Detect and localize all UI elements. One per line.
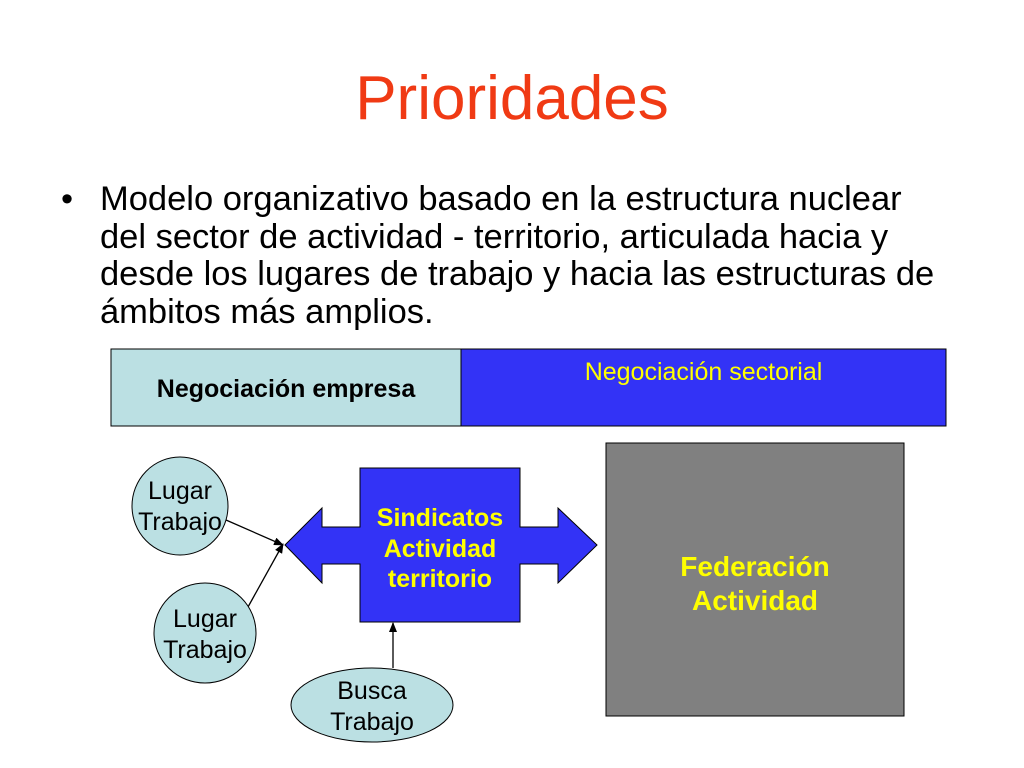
sector-negotiation-label: Negociación sectorial (585, 358, 823, 386)
federation-node: Federación Actividad (605, 442, 905, 717)
bullet-line: ámbitos más amplios. (100, 293, 434, 332)
workplace-2-label-line2: Trabajo (163, 636, 247, 664)
federation-label-line2: Actividad (692, 585, 818, 616)
bullet-paragraph: Modelo organizativo basado en la estruct… (100, 180, 1000, 332)
federation-box (605, 442, 905, 717)
job-seekers-label-line1: Busca (337, 677, 407, 705)
workplace-2-label-line1: Lugar (173, 605, 237, 633)
job-seekers-ellipse (290, 667, 454, 743)
workplace-2-circle (153, 582, 257, 684)
unions-label-line1: Sindicatos (377, 504, 503, 532)
bullet-line: del sector de actividad - territorio, ar… (100, 217, 889, 256)
workplace-1-label-line1: Lugar (148, 477, 212, 505)
job-seekers-label-line2: Trabajo (330, 708, 414, 736)
workplace-2-arrow (247, 543, 284, 608)
sector-negotiation-cell (460, 348, 947, 427)
job-seekers-node: Busca Trabajo (290, 667, 454, 743)
slide-title: Prioridades (355, 64, 669, 133)
company-negotiation-cell (110, 348, 462, 427)
workplace-node-2: Lugar Trabajo (153, 582, 257, 684)
unions-label-line2: Actividad (384, 535, 497, 563)
connector-arrows (225, 519, 397, 668)
workplace-1-circle (131, 456, 229, 556)
bullet-marker: • (61, 180, 74, 218)
bullet-line: Modelo organizativo basado en la estruct… (100, 180, 902, 218)
negotiation-bar: Negociación empresa Negociación sectoria… (110, 348, 947, 427)
workplace-1-label-line2: Trabajo (138, 508, 222, 536)
workplace-1-arrow (225, 519, 284, 546)
unions-label-line3: territorio (388, 565, 492, 593)
unions-double-arrow (284, 467, 598, 623)
workplace-node-1: Lugar Trabajo (131, 456, 229, 556)
federation-label-line1: Federación (680, 551, 829, 582)
unions-node: Sindicatos Actividad territorio (284, 467, 598, 623)
bullet-line: desde los lugares de trabajo y hacia las… (100, 255, 935, 294)
company-negotiation-label: Negociación empresa (157, 375, 417, 403)
